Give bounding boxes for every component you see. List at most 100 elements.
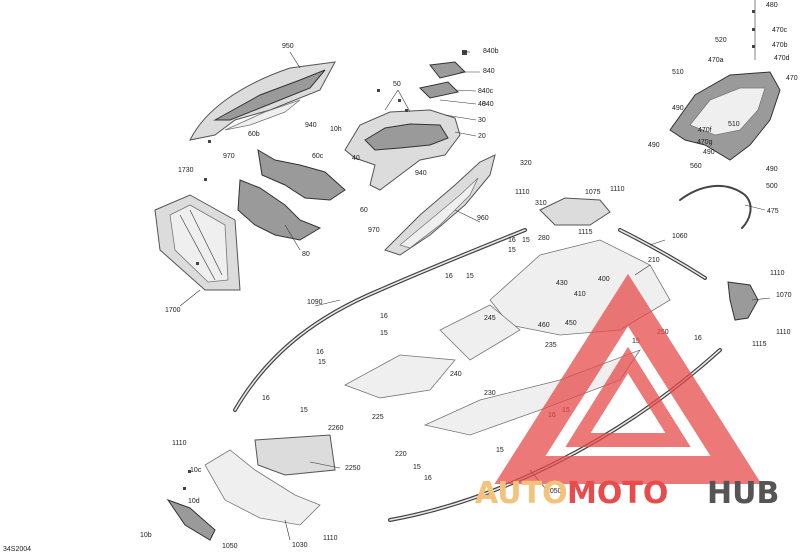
callout-10b: 10b — [140, 532, 152, 539]
center-console — [344, 109, 461, 191]
callout-520: 520 — [715, 37, 727, 44]
callout-1110-6: 1110 — [323, 535, 338, 542]
callout-840c: 840c — [478, 88, 494, 95]
callout-510: 510 — [672, 69, 684, 76]
callout-840-2: 840 — [482, 101, 494, 108]
callout-1060: 1060 — [672, 233, 688, 240]
callout-15-f: 15 — [632, 338, 640, 345]
callout-1110-3: 1110 — [770, 270, 785, 277]
callout-1110-4: 1110 — [776, 329, 791, 336]
callout-10h: 10h — [330, 126, 342, 133]
callout-960: 960 — [477, 215, 489, 222]
callout-30: 30 — [478, 117, 486, 124]
callout-10c: 10c — [190, 467, 202, 474]
callout-470a: 470a — [708, 57, 724, 64]
callout-16-e: 16 — [694, 335, 702, 342]
callout-410: 410 — [574, 291, 586, 298]
cable — [679, 184, 752, 229]
callout-16-h: 16 — [424, 475, 432, 482]
callout-840: 840 — [483, 68, 495, 75]
callout-450: 450 — [565, 320, 577, 327]
callout-15-c: 15 — [466, 273, 474, 280]
callout-245: 245 — [484, 315, 496, 322]
callout-2260: 2260 — [328, 425, 344, 432]
callout-1090: 1090 — [307, 299, 323, 306]
callout-470f: 470f — [698, 127, 712, 134]
rear-grab-handle — [669, 0, 781, 161]
callout-235: 235 — [545, 342, 557, 349]
deck-decals — [344, 239, 671, 436]
callout-210: 210 — [648, 257, 660, 264]
callout-15-e: 15 — [318, 359, 326, 366]
callout-490-2: 490 — [648, 142, 660, 149]
callout-15-d: 15 — [380, 330, 388, 337]
rub-strip-left — [233, 228, 527, 412]
callout-16-f: 16 — [262, 395, 270, 402]
callout-220: 220 — [395, 451, 407, 458]
callout-16-d: 16 — [316, 349, 324, 356]
callout-1070: 1070 — [776, 292, 792, 299]
watermark-hub: HUB — [707, 476, 779, 511]
callout-2250: 2250 — [345, 465, 361, 472]
front-cap — [727, 281, 759, 321]
callout-560: 560 — [690, 163, 702, 170]
watermark-auto: AUTO — [475, 476, 568, 511]
callout-40: 40 — [478, 101, 486, 108]
callout-970: 970 — [223, 153, 235, 160]
callout-1110-2: 1110 — [610, 186, 625, 193]
callout-1050: 1050 — [546, 488, 562, 495]
watermark-wordmark: AUTO MOTO HUB — [475, 476, 779, 511]
callout-16-b: 16 — [445, 273, 453, 280]
callout-1730: 1730 — [178, 167, 194, 174]
callout-15-a: 15 — [522, 237, 530, 244]
callout-16-c: 16 — [380, 313, 388, 320]
callout-840b: 840b — [483, 48, 499, 55]
callout-225: 225 — [372, 414, 384, 421]
callout-490-3: 490 — [703, 149, 715, 156]
callout-40-2: 40 — [352, 155, 360, 162]
callout-950: 950 — [282, 43, 294, 50]
callout-480: 480 — [766, 2, 778, 9]
callout-15-b: 15 — [508, 247, 516, 254]
callout-80: 80 — [302, 251, 310, 258]
callout-500: 500 — [766, 183, 778, 190]
callout-1115-2: 1115 — [752, 341, 767, 348]
callout-60c: 60c — [312, 153, 324, 160]
callout-15-j: 15 — [496, 447, 504, 454]
callout-10d: 10d — [188, 498, 200, 505]
callout-230: 230 — [484, 390, 496, 397]
callout-60: 60 — [360, 207, 368, 214]
watermark-moto: MOTO — [567, 476, 668, 511]
callout-470g: 470g — [697, 139, 713, 146]
callout-940-2: 940 — [415, 170, 427, 177]
callout-490: 490 — [672, 105, 684, 112]
diagram-code: 34S2004 — [3, 546, 31, 553]
callout-60b: 60b — [248, 131, 260, 138]
callout-460: 460 — [538, 322, 550, 329]
callout-1700: 1700 — [165, 307, 181, 314]
callout-310: 310 — [535, 200, 547, 207]
rub-strip-right — [618, 228, 707, 280]
callout-1030: 1030 — [292, 542, 308, 549]
callout-280: 280 — [538, 235, 550, 242]
callout-475: 475 — [767, 208, 779, 215]
side-panel — [384, 154, 496, 256]
callout-510-2: 510 — [728, 121, 740, 128]
callout-1110: 1110 — [515, 189, 530, 196]
callout-490-4: 490 — [766, 166, 778, 173]
callout-470d: 470d — [774, 55, 790, 62]
callout-470: 470 — [786, 75, 798, 82]
callout-15-i: 15 — [413, 464, 421, 471]
callout-16-a: 16 — [508, 237, 516, 244]
side-bracket-assembly — [237, 149, 346, 241]
callout-970-2: 970 — [368, 227, 380, 234]
callout-1115: 1115 — [578, 229, 593, 236]
callout-320: 320 — [520, 160, 532, 167]
callout-470b: 470b — [772, 42, 788, 49]
callout-20: 20 — [478, 133, 486, 140]
callout-430: 430 — [556, 280, 568, 287]
callout-50: 50 — [393, 81, 401, 88]
callout-470c: 470c — [772, 27, 788, 34]
